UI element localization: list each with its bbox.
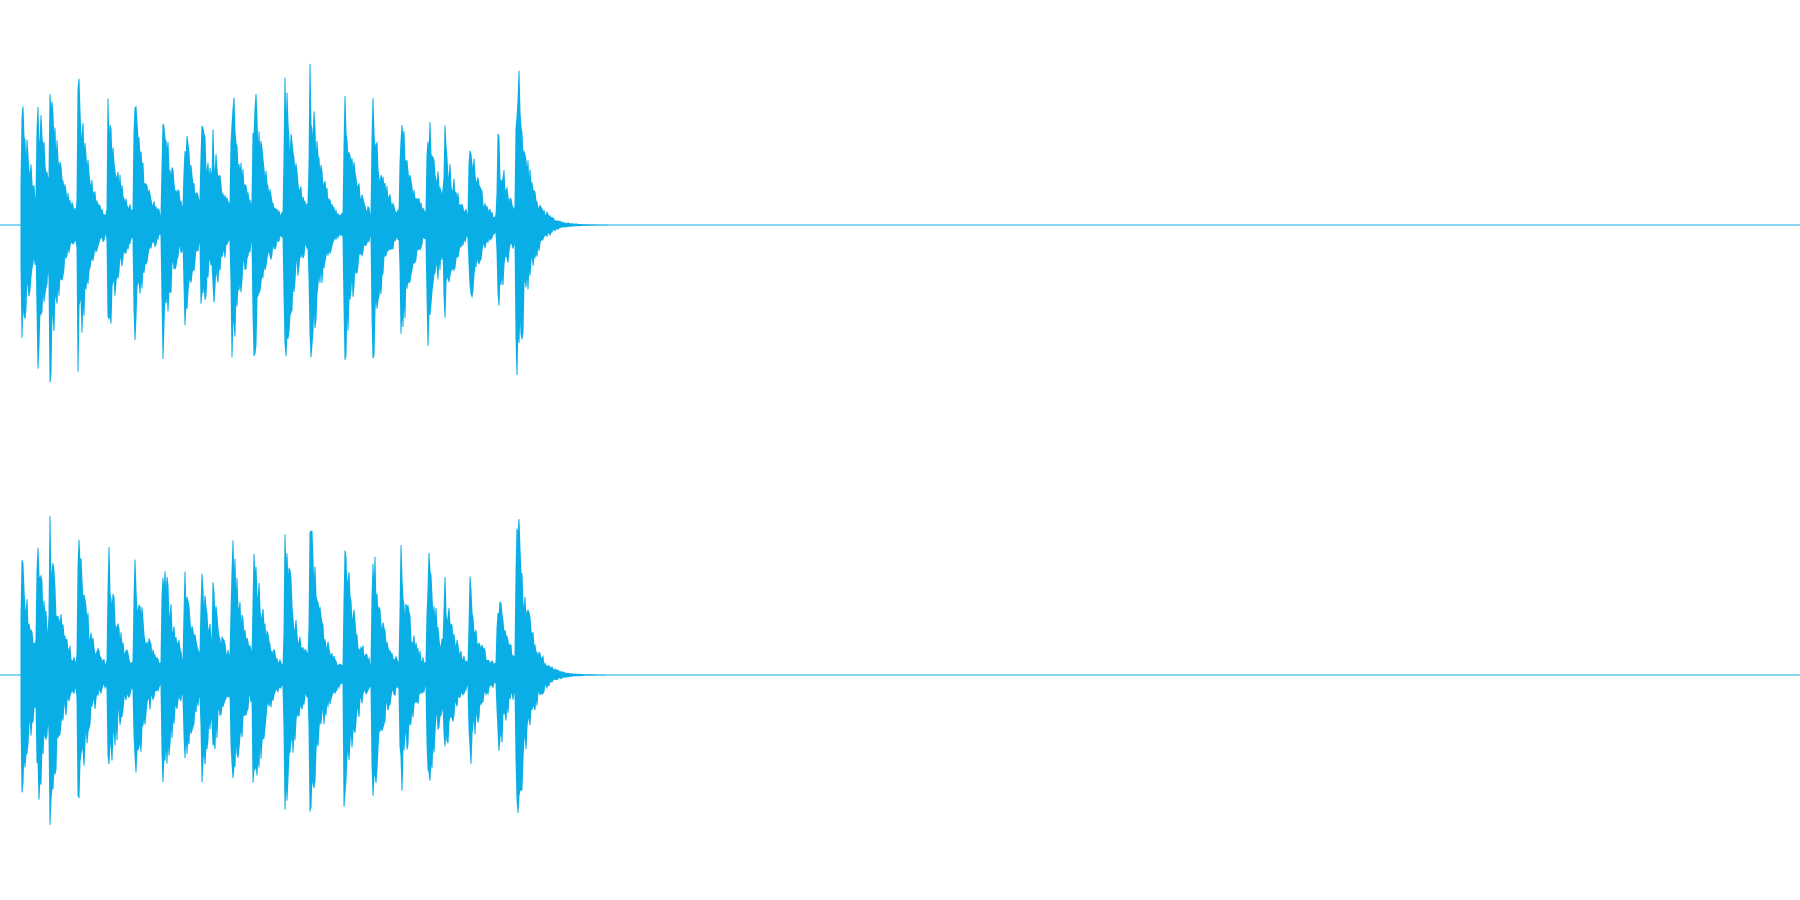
channel-left-waveform [20,63,658,383]
channel-right-waveform [20,516,658,825]
channel-right[interactable] [0,516,1800,825]
channel-left[interactable] [0,63,1800,383]
